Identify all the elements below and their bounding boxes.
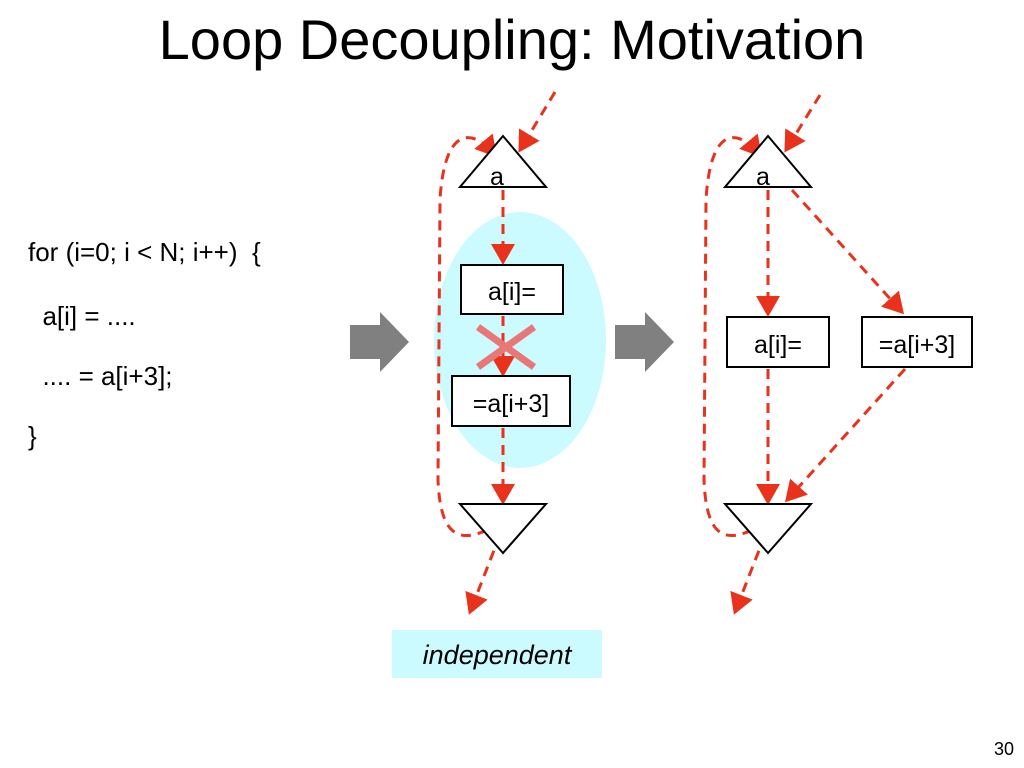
right-read-box-label: =a[i+3] (879, 331, 955, 359)
slide-title: Loop Decoupling: Motivation (158, 8, 866, 71)
right-exit-triangle (722, 503, 814, 555)
left-exit-arrow (465, 534, 502, 615)
right-back-edge-arrow (702, 133, 762, 537)
code-line-3: .... = a[i+3]; (28, 361, 173, 391)
right-header-triangle (722, 134, 814, 188)
right-write-box (726, 316, 830, 368)
left-back-edge-arrow (436, 133, 497, 537)
transform-arrow-1 (350, 312, 409, 372)
right-header-label: a (756, 163, 770, 191)
transform-arrow-2 (615, 312, 674, 372)
code-line-2: a[i] = .... (28, 301, 136, 331)
right-read-box (861, 316, 973, 368)
left-read-box (451, 375, 571, 427)
right-write-box-label: a[i]= (754, 331, 802, 359)
right-flow-arrow-read (790, 188, 905, 315)
left-write-box (460, 264, 564, 315)
right-entry-arrow (784, 94, 822, 153)
left-entry-arrow (518, 91, 557, 153)
independent-caption-bg (392, 630, 602, 678)
left-exit-triangle (457, 503, 549, 555)
right-exit-arrow (730, 534, 767, 615)
left-header-label: a (490, 163, 504, 191)
code-line-4: } (28, 421, 37, 451)
page-number: 30 (993, 739, 1014, 759)
dependence-removed-cross-icon (475, 324, 537, 370)
right-flow-arrow-read-exit (784, 367, 907, 503)
code-line-1: for (i=0; i < N; i++) { (28, 237, 261, 267)
left-write-box-label: a[i]= (488, 278, 536, 306)
independent-caption: independent (423, 640, 573, 670)
left-read-box-label: =a[i+3] (473, 390, 549, 418)
left-header-triangle (457, 134, 549, 188)
